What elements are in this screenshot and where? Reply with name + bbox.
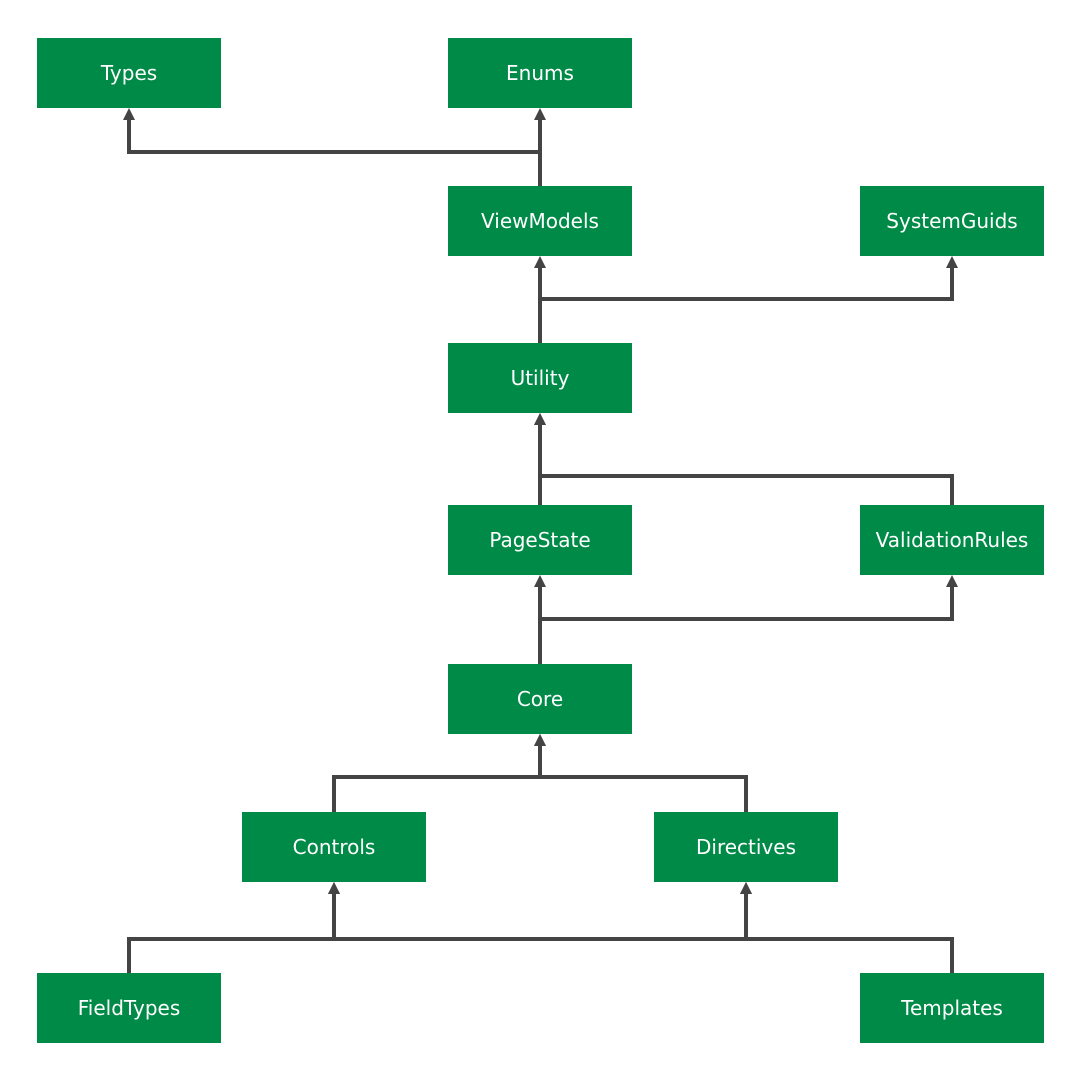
edge-viewmodels-to-types [123, 108, 542, 186]
edge-connector-line [538, 746, 748, 812]
node-directives: Directives [654, 812, 838, 882]
edge-connector-line [127, 894, 748, 973]
node-box [37, 973, 221, 1043]
arrowhead-icon [946, 256, 958, 268]
node-label: SystemGuids [886, 209, 1017, 233]
arrowhead-icon [123, 108, 135, 120]
arrowhead-icon [740, 882, 752, 894]
node-box [860, 505, 1044, 575]
node-box [860, 186, 1044, 256]
node-templates: Templates [860, 973, 1044, 1043]
node-box [448, 505, 632, 575]
node-types: Types [37, 38, 221, 108]
edge-templates-to-controls [328, 882, 954, 973]
node-box [448, 186, 632, 256]
edge-connector-line [538, 587, 954, 664]
node-label: FieldTypes [78, 996, 181, 1020]
node-validationrules: ValidationRules [860, 505, 1044, 575]
arrowhead-icon [534, 575, 546, 587]
arrowhead-icon [534, 413, 546, 425]
arrowhead-icon [534, 734, 546, 746]
edge-connector-line [538, 425, 954, 505]
node-box [860, 973, 1044, 1043]
node-core: Core [448, 664, 632, 734]
arrowhead-icon [946, 575, 958, 587]
node-label: Types [100, 61, 157, 85]
edge-viewmodels-to-enums [534, 108, 546, 186]
node-label: Templates [900, 996, 1003, 1020]
arrowhead-icon [328, 882, 340, 894]
node-box [448, 664, 632, 734]
edge-utility-to-systemguids [538, 256, 958, 343]
node-label: Enums [506, 61, 574, 85]
node-label: Core [517, 687, 563, 711]
arrowhead-icon [534, 256, 546, 268]
node-enums: Enums [448, 38, 632, 108]
edge-connector-line [332, 894, 954, 973]
node-box [448, 38, 632, 108]
edge-connector-line [538, 268, 954, 343]
arrowhead-icon [534, 108, 546, 120]
node-label: Directives [696, 835, 796, 859]
node-viewmodels: ViewModels [448, 186, 632, 256]
edges-layer [123, 108, 958, 973]
edge-connector-line [744, 894, 954, 973]
edge-fieldtypes-to-directives [127, 882, 752, 973]
node-utility: Utility [448, 343, 632, 413]
edge-connector-line [127, 120, 542, 186]
edge-directives-to-core [534, 734, 748, 812]
node-box [448, 343, 632, 413]
edge-fieldtypes-to-controls [127, 882, 340, 973]
edge-validationrules-to-utility [534, 413, 954, 505]
edge-connector-line [127, 894, 336, 973]
edge-connector-line [332, 746, 542, 812]
node-label: ViewModels [481, 209, 599, 233]
node-label: Utility [511, 366, 570, 390]
edge-core-to-validationrules [538, 575, 958, 664]
edge-controls-to-core [332, 734, 546, 812]
node-systemguids: SystemGuids [860, 186, 1044, 256]
node-box [242, 812, 426, 882]
node-pagestate: PageState [448, 505, 632, 575]
node-box [654, 812, 838, 882]
node-label: Controls [293, 835, 376, 859]
node-fieldtypes: FieldTypes [37, 973, 221, 1043]
node-box [37, 38, 221, 108]
node-controls: Controls [242, 812, 426, 882]
node-label: ValidationRules [876, 528, 1029, 552]
edge-templates-to-directives [740, 882, 954, 973]
node-label: PageState [489, 528, 590, 552]
